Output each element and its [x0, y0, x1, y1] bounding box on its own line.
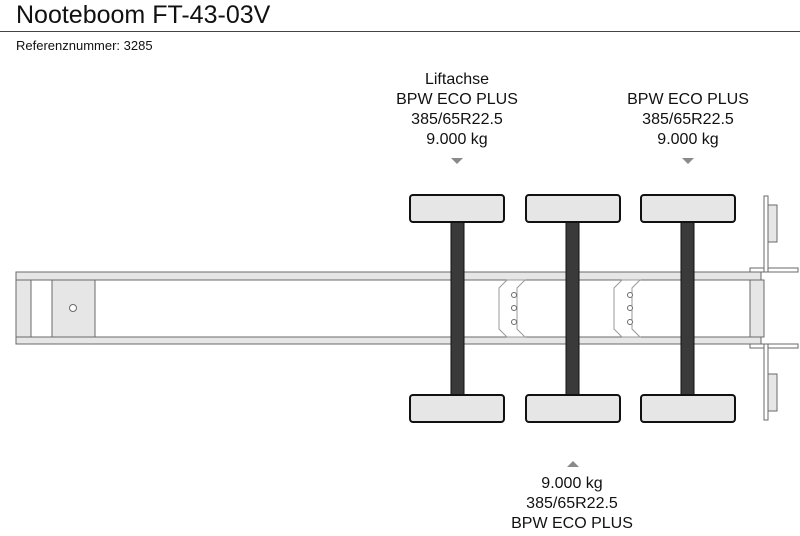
reference-value: 3285: [123, 38, 153, 53]
axle-2-label: 9.000 kg 385/65R22.5 BPW ECO PLUS: [452, 474, 692, 534]
axle-3: [640, 194, 736, 423]
page-title: Nooteboom FT-43-03V: [16, 1, 271, 29]
axle-2-brand: BPW ECO PLUS: [511, 515, 633, 532]
title-divider: [0, 31, 800, 32]
chassis-frame: [15, 271, 762, 345]
axle-3-beam: [680, 220, 695, 398]
axle-3-label: BPW ECO PLUS 385/65R22.5 9.000 kg: [568, 90, 800, 150]
axle-1-marker: [451, 158, 463, 164]
cross-member: [613, 279, 642, 338]
cross-member: [498, 279, 527, 338]
axle-2-beam: [565, 220, 580, 398]
axle-2-wheel-right: [525, 394, 621, 423]
axle-3-wheel-left: [640, 194, 736, 223]
axle-2-load: 9.000 kg: [541, 475, 603, 492]
axle-1-brand: BPW ECO PLUS: [396, 91, 518, 108]
reference-number: Referenznummer: 3285: [16, 38, 153, 54]
front-beam: [15, 279, 32, 338]
axle-2: [525, 194, 621, 423]
axle-1-label: Liftachse BPW ECO PLUS 385/65R22.5 9.000…: [337, 70, 577, 150]
axle-3-load: 9.000 kg: [657, 131, 719, 148]
axle-1-load: 9.000 kg: [426, 131, 488, 148]
axle-2-wheel-left: [525, 194, 621, 223]
axle-2-marker: [567, 461, 579, 467]
axle-3-wheel-right: [640, 394, 736, 423]
axle-1-lift-label: Liftachse: [424, 71, 490, 88]
rear-bumper: [749, 195, 799, 421]
axle-1: [409, 194, 505, 423]
reference-label: Referenznummer:: [16, 38, 121, 53]
axle-3-tire: 385/65R22.5: [642, 111, 734, 128]
axle-3-brand: BPW ECO PLUS: [627, 91, 749, 108]
kingpin-icon: [69, 304, 77, 312]
axle-1-tire: 385/65R22.5: [411, 111, 503, 128]
axle-2-tire: 385/65R22.5: [526, 495, 618, 512]
axle-1-wheel-left: [409, 194, 505, 223]
axle-1-beam: [450, 220, 465, 398]
axle-3-marker: [682, 158, 694, 164]
axle-1-wheel-right: [409, 394, 505, 423]
